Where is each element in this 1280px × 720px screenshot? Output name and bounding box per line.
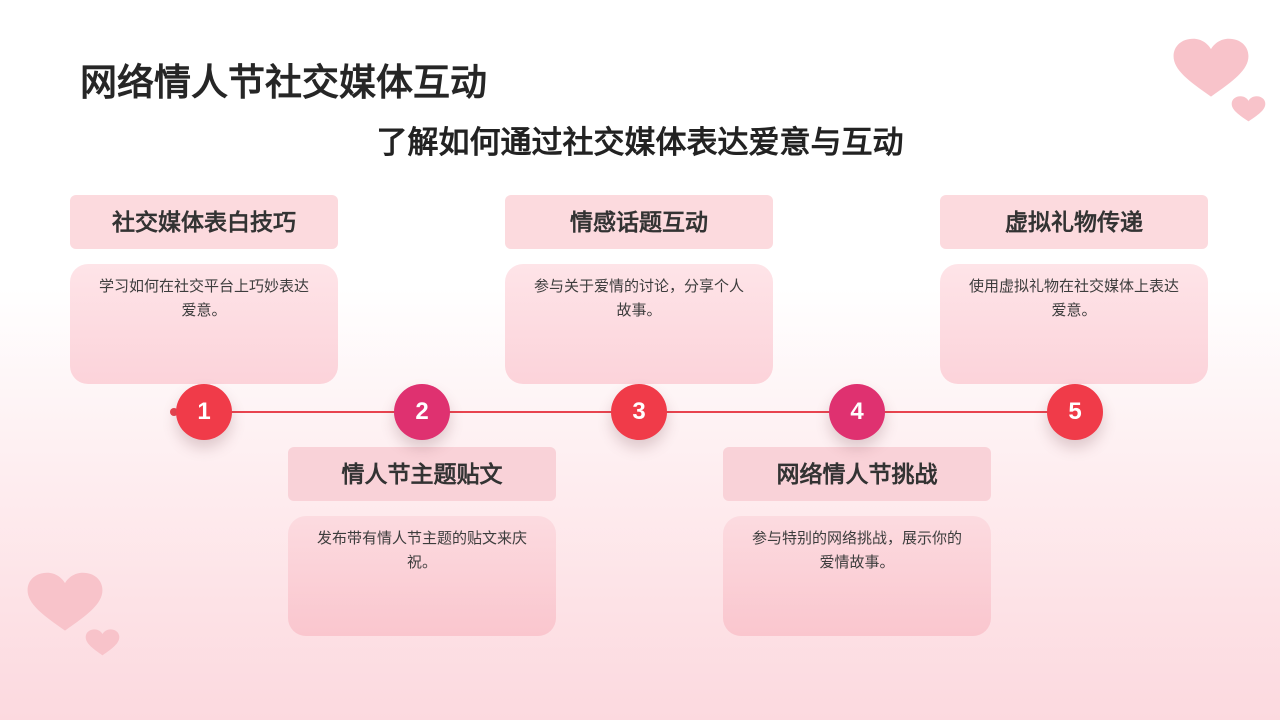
- step-title: 网络情人节挑战: [723, 447, 991, 501]
- heart-icon: [85, 629, 120, 656]
- step-description: 发布带有情人节主题的贴文来庆祝。: [288, 516, 556, 636]
- step-card-3: 情感话题互动 参与关于爱情的讨论，分享个人故事。: [505, 195, 773, 384]
- step-card-4: 网络情人节挑战 参与特别的网络挑战，展示你的爱情故事。: [723, 447, 991, 636]
- heart-icon: [26, 572, 104, 632]
- step-title: 情人节主题贴文: [288, 447, 556, 501]
- slide-title: 网络情人节社交媒体互动: [80, 61, 487, 105]
- step-number-badge-2: 2: [394, 384, 450, 440]
- step-description: 参与关于爱情的讨论，分享个人故事。: [505, 264, 773, 384]
- step-description: 学习如何在社交平台上巧妙表达爱意。: [70, 264, 338, 384]
- step-description: 使用虚拟礼物在社交媒体上表达爱意。: [940, 264, 1208, 384]
- step-title: 情感话题互动: [505, 195, 773, 249]
- step-description: 参与特别的网络挑战，展示你的爱情故事。: [723, 516, 991, 636]
- heart-icon: [1172, 38, 1250, 98]
- heart-icon: [1231, 96, 1266, 122]
- step-number-badge-4: 4: [829, 384, 885, 440]
- step-title: 社交媒体表白技巧: [70, 195, 338, 249]
- step-number-badge-3: 3: [611, 384, 667, 440]
- step-card-5: 虚拟礼物传递 使用虚拟礼物在社交媒体上表达爱意。: [940, 195, 1208, 384]
- step-number-badge-5: 5: [1047, 384, 1103, 440]
- step-number-badge-1: 1: [176, 384, 232, 440]
- slide-subtitle: 了解如何通过社交媒体表达爱意与互动: [0, 123, 1280, 163]
- step-title: 虚拟礼物传递: [940, 195, 1208, 249]
- step-card-2: 情人节主题贴文 发布带有情人节主题的贴文来庆祝。: [288, 447, 556, 636]
- step-card-1: 社交媒体表白技巧 学习如何在社交平台上巧妙表达爱意。: [70, 195, 338, 384]
